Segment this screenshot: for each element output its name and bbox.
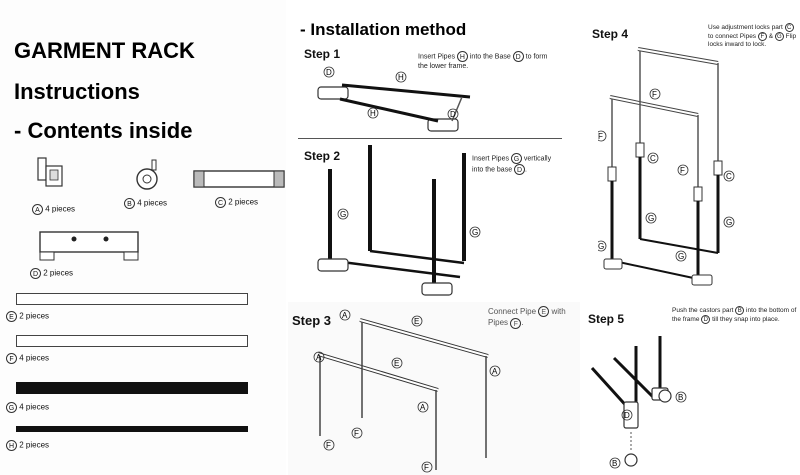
step2-diagram: G G — [317, 145, 481, 296]
svg-text:F: F — [652, 90, 657, 99]
install-panel: - Installation method Step 1 Insert Pipe… — [290, 15, 564, 300]
part-a-icon — [37, 157, 63, 187]
step3-panel: Step 3 Connect Pipe E with Pipes F. A E … — [288, 302, 580, 475]
svg-text:G: G — [678, 252, 684, 261]
part-f-bar — [16, 335, 248, 347]
part-c-label: C 2 pieces — [215, 197, 258, 208]
contents-heading: - Contents inside — [14, 118, 193, 143]
svg-text:F: F — [354, 429, 359, 438]
step5-title: Step 5 — [588, 312, 625, 326]
step1-diagram: D H H D — [317, 66, 471, 132]
svg-text:G: G — [598, 242, 604, 251]
svg-text:F: F — [680, 166, 685, 175]
svg-text:G: G — [472, 228, 478, 237]
part-h-label: H 2 pieces — [6, 440, 49, 451]
step4-note: Use adjustment locks part C to connect P… — [708, 23, 797, 49]
part-a-label: A 4 pieces — [32, 204, 75, 215]
step1-note: Insert Pipes H into the Base D to form t… — [418, 51, 558, 71]
svg-text:H: H — [398, 73, 404, 82]
svg-text:C: C — [726, 172, 732, 181]
svg-text:E: E — [394, 359, 399, 368]
subtitle: Instructions — [14, 79, 140, 104]
svg-text:C: C — [650, 154, 656, 163]
svg-text:F: F — [424, 463, 429, 472]
part-c-icon — [193, 170, 285, 188]
svg-text:A: A — [492, 367, 498, 376]
step5-panel: Step 5 Push the castors part B into the … — [584, 300, 800, 475]
part-d-icon — [39, 231, 139, 261]
step3-note: Connect Pipe E with Pipes F. — [488, 306, 566, 329]
svg-text:E: E — [414, 317, 419, 326]
step4-panel: Step 4 Use adjustment locks part C to co… — [584, 15, 800, 298]
step1-title: Step 1 — [304, 47, 341, 61]
part-b-icon — [136, 159, 158, 190]
step5-diagram: D B B — [590, 336, 687, 469]
svg-text:G: G — [340, 210, 346, 219]
svg-text:D: D — [326, 68, 332, 77]
install-heading: - Installation method — [300, 20, 467, 39]
part-g-bar — [16, 382, 248, 394]
part-e-bar — [16, 293, 248, 305]
svg-text:H: H — [370, 109, 376, 118]
svg-text:B: B — [678, 393, 683, 402]
part-h-bar — [16, 426, 248, 432]
step4-diagram: F F C F C G G G G — [598, 47, 735, 286]
svg-text:A: A — [420, 403, 426, 412]
part-g-label: G 4 pieces — [6, 402, 49, 413]
step2-title: Step 2 — [304, 149, 341, 163]
svg-text:G: G — [726, 218, 732, 227]
svg-text:B: B — [612, 459, 617, 468]
part-e-label: E 2 pieces — [6, 311, 49, 322]
step3-diagram: A E A E A A F F F — [313, 309, 501, 473]
svg-text:A: A — [316, 353, 322, 362]
svg-text:D: D — [450, 110, 456, 119]
contents-panel: GARMENT RACK Instructions - Contents ins… — [0, 0, 286, 475]
svg-text:A: A — [342, 311, 348, 320]
step4-title: Step 4 — [592, 27, 629, 41]
svg-text:G: G — [648, 214, 654, 223]
part-d-label: D 2 pieces — [30, 268, 73, 279]
part-b-label: B 4 pieces — [124, 198, 167, 209]
step-divider — [298, 138, 562, 139]
part-f-label: F 4 pieces — [6, 353, 49, 364]
svg-text:D: D — [624, 411, 630, 420]
svg-text:F: F — [598, 132, 603, 141]
title: GARMENT RACK — [14, 38, 195, 63]
svg-text:F: F — [326, 441, 331, 450]
step3-title: Step 3 — [292, 313, 332, 328]
step5-note: Push the castors part B into the bottom … — [672, 306, 797, 325]
step2-note: Insert Pipes G vertically into the base … — [472, 153, 564, 175]
